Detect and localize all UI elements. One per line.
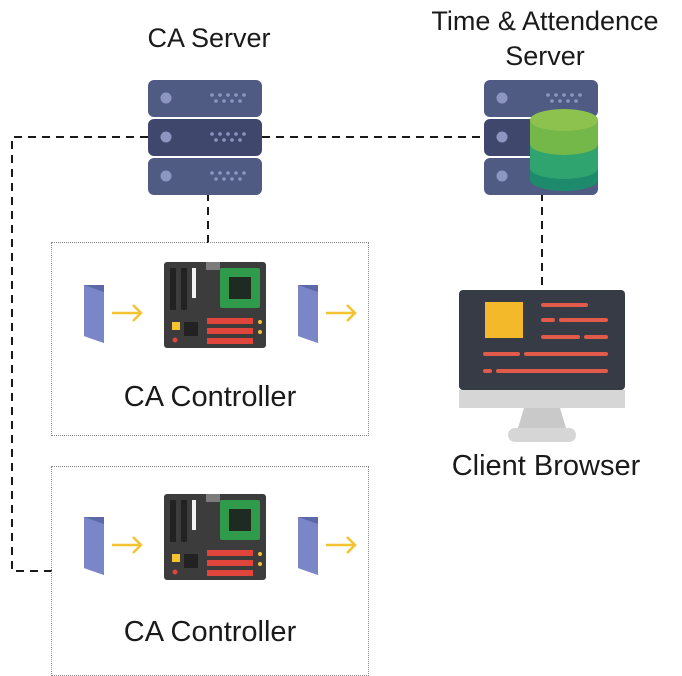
arrow-right-icon xyxy=(112,536,143,554)
door-icon xyxy=(84,285,104,343)
server-rack-icon xyxy=(148,80,262,195)
controller-1-box xyxy=(51,242,369,436)
monitor-icon xyxy=(459,290,625,442)
door-icon xyxy=(84,517,104,575)
controller-1-label: CA Controller xyxy=(123,381,297,413)
door-icon xyxy=(298,285,318,343)
ta-server-label-line1: Time & Attendence xyxy=(431,6,659,36)
circuit-board-icon xyxy=(164,262,266,348)
connectors xyxy=(11,136,543,572)
controller-2-icons xyxy=(84,494,357,580)
arrow-right-icon xyxy=(326,304,357,322)
database-icon xyxy=(530,109,598,191)
connector-ca-server-to-controller-2 xyxy=(11,136,148,572)
controller-2-label: CA Controller xyxy=(123,616,297,648)
ca-server-label: CA Server xyxy=(147,23,271,53)
circuit-board-icon xyxy=(164,494,266,580)
database-server-icon xyxy=(484,80,598,195)
ta-server-label-line2: Server xyxy=(505,41,585,71)
client-browser-label: Client Browser xyxy=(451,450,641,482)
controller-1-icons xyxy=(84,262,357,348)
arrow-right-icon xyxy=(326,536,357,554)
door-icon xyxy=(298,517,318,575)
arrow-right-icon xyxy=(112,304,143,322)
